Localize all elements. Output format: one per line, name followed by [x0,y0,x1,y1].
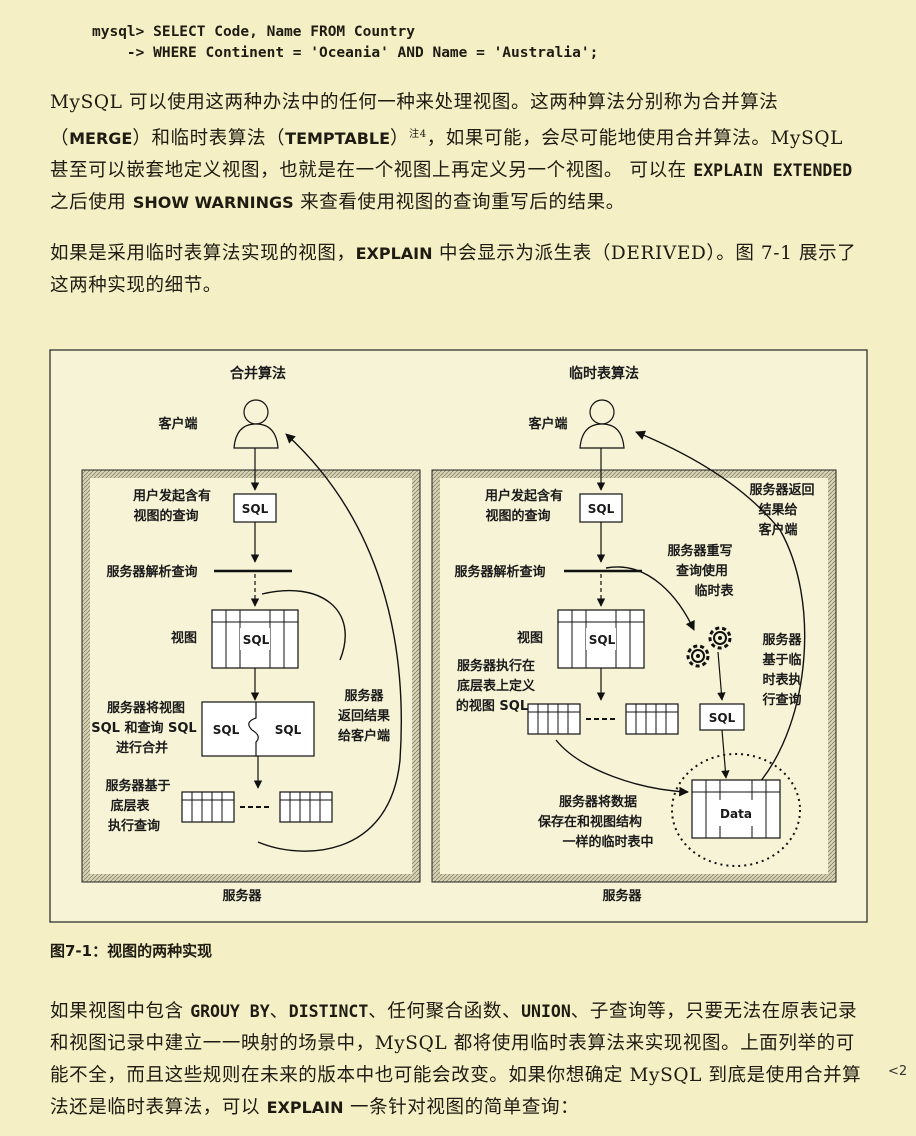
merge-algorithm-panel: 合并算法 客户端 用户发起含有 视图的查询 SQL 服务器解析查询 视图 SQL [81,365,421,904]
left-parse-label: 服务器解析查询 [106,564,197,580]
code-line-2: -> WHERE Continent = 'Oceania' AND Name … [92,45,599,61]
right-rewrite-label-3: 临时表 [694,583,734,599]
paragraph-derived-table: 如果是采用临时表算法实现的视图，EXPLAIN 中会显示为派生表（DERIVED… [50,243,857,296]
right-exec-temp-label-1: 服务器 [762,632,802,648]
right-save-label-3: 一样的临时表中 [562,834,653,850]
left-execute-label-1: 服务器基于 [105,778,170,794]
right-return-label-1: 服务器返回 [749,482,814,498]
temp-table-boundary [671,753,801,867]
paragraph-view-algorithms: MySQL 可以使用这两种办法中的任何一种来处理视图。这两种算法分别称为合并算法… [50,92,853,214]
right-exec-view-label-3: 的视图 SQL [456,698,528,714]
right-exec-temp-label-2: 基于临 [761,652,801,668]
left-view-sql-text: SQL [243,633,270,647]
merged-sql-puzzle [201,701,315,757]
temp-data-table [691,779,781,839]
right-return-label-2: 结果给 [758,502,797,518]
left-return-label-2: 返回结果 [338,708,390,724]
right-save-label-2: 保存在和视图结构 [537,814,642,830]
right-sql-box [579,493,623,523]
left-merge-label-3: 进行合并 [116,740,168,756]
right-exec-view-label-1: 服务器执行在 [457,658,535,674]
sql-code-block: mysql> SELECT Code, Name FROM Country ->… [92,22,598,64]
right-client-label: 客户端 [528,416,567,432]
left-merge-label-2: SQL 和查询 SQL [91,720,196,736]
temptable-algorithm-panel: 临时表算法 客户端 用户发起含有 视图的查询 SQL 服务器解析查询 服务器重写… [431,365,837,904]
right-server-label: 服务器 [602,888,642,904]
left-server-label: 服务器 [222,888,262,904]
temptable-keyword: TEMPTABLE [285,129,391,149]
right-rewrite-label-2: 查询使用 [675,563,728,579]
right-exec-temp-label-4: 行查询 [761,692,801,708]
merged-sql-right-text: SQL [275,723,302,737]
left-merge-label-1: 服务器将视图 [107,700,185,716]
right-exec-view-label-2: 底层表上定义 [457,678,536,694]
union-keyword: UNION [521,1002,571,1021]
merge-title: 合并算法 [230,365,286,382]
left-base-table-2 [279,791,333,823]
paragraph-temptable-conditions: 如果视图中包含 GROUY BY、DISTINCT、任何聚合函数、UNION、子… [50,1001,862,1118]
left-return-label-3: 给客户端 [338,728,390,744]
right-save-label-1: 服务器将数据 [559,794,637,810]
left-return-label-1: 服务器 [344,688,384,704]
left-user-query-label-2: 视图的查询 [133,508,198,524]
left-view-label: 视图 [171,630,197,646]
right-rewrite-label-1: 服务器重写 [667,543,732,559]
explain-extended-keyword: EXPLAIN EXTENDED [693,161,853,181]
temptable-title: 临时表算法 [569,365,639,382]
group-by-keyword: GROUY BY [190,1002,270,1021]
right-return-label-3: 客户端 [758,522,797,538]
right-user-query-label-2: 视图的查询 [485,508,550,524]
left-user-query-label-1: 用户发起含有 [132,488,211,504]
left-base-table-1 [181,791,235,823]
right-temp-sql-box [699,703,745,731]
right-sql-text: SQL [588,502,615,516]
footnote-ref: 注4 [409,129,427,140]
right-view-sql-text: SQL [589,633,616,647]
left-client-label: 客户端 [158,416,197,432]
right-view-label: 视图 [517,630,543,646]
merge-keyword: MERGE [69,129,133,149]
right-parse-label: 服务器解析查询 [454,564,545,580]
right-exec-temp-label-3: 时表执 [762,672,801,688]
show-warnings-keyword: SHOW WARNINGS [132,193,294,213]
explain-keyword-2: EXPLAIN [266,1098,344,1117]
right-base-table-1 [527,703,581,735]
code-line-1: mysql> SELECT Code, Name FROM Country [92,24,416,40]
left-sql-box [233,493,277,523]
figure-caption: 图7-1：视图的两种实现 [50,942,213,960]
right-base-table-2 [625,703,679,735]
left-execute-label-2: 底层表 [110,798,150,814]
right-client-icon [579,399,625,449]
explain-keyword: EXPLAIN [355,244,433,263]
temp-data-text: Data [720,807,752,821]
distinct-keyword: DISTINCT [288,1002,369,1021]
page-number-marker: <2 [888,1064,908,1079]
left-client-icon [233,399,279,449]
right-temp-sql-text: SQL [709,711,736,725]
merged-sql-left-text: SQL [213,723,240,737]
left-sql-text: SQL [242,502,269,516]
right-user-query-label-1: 用户发起含有 [484,488,563,504]
left-view-table [211,609,299,669]
left-execute-label-3: 执行查询 [108,818,160,834]
